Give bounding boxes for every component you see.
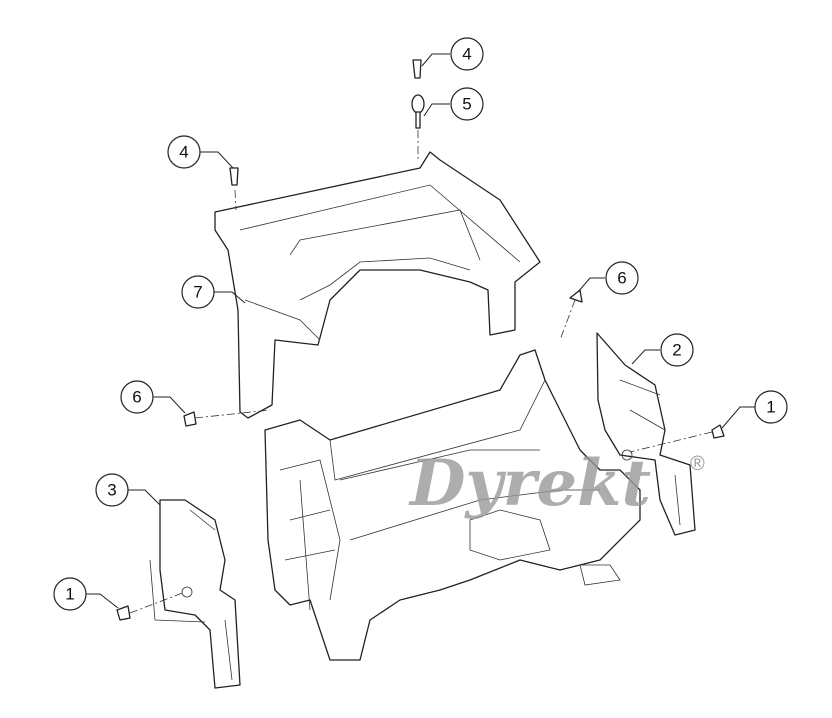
callout-label: 6 <box>132 388 141 407</box>
right-bracket-part <box>596 332 696 536</box>
watermark-logo: Dyrekt ® <box>408 446 705 521</box>
callout-1-right: 1 <box>754 390 788 424</box>
svg-text:Dyrekt: Dyrekt <box>408 446 651 521</box>
leader-lines <box>86 53 755 609</box>
callout-1-left: 1 <box>53 577 87 611</box>
svg-text:®: ® <box>690 453 705 475</box>
ring-5 <box>411 94 425 114</box>
screw-4-left <box>229 167 239 186</box>
callout-3: 3 <box>95 473 129 507</box>
screw-1-left <box>116 605 131 621</box>
callout-label: 1 <box>766 398 775 417</box>
screw-1-right <box>711 424 725 439</box>
callout-label: 1 <box>65 585 74 604</box>
left-bracket-part <box>149 499 241 689</box>
screw-6-left <box>183 411 197 427</box>
callout-label: 4 <box>462 45 471 64</box>
fasteners <box>116 59 725 621</box>
callout-5: 5 <box>450 87 484 121</box>
callout-7: 7 <box>181 275 215 309</box>
callout-4-left: 4 <box>167 135 201 169</box>
callout-2: 2 <box>660 333 694 367</box>
callout-6-right: 6 <box>605 261 639 295</box>
main-frame-part <box>264 349 641 661</box>
callout-label: 2 <box>672 341 681 360</box>
callout-label: 6 <box>617 269 626 288</box>
upper-cover-part <box>214 151 541 419</box>
callout-label: 3 <box>107 481 116 500</box>
callout-4-top: 4 <box>450 37 484 71</box>
callout-label: 7 <box>193 283 202 302</box>
callout-label: 4 <box>179 143 188 162</box>
callout-6-left: 6 <box>120 380 154 414</box>
callout-label: 5 <box>462 95 471 114</box>
screw-4-top <box>412 59 422 79</box>
screw-6-right <box>569 289 583 303</box>
